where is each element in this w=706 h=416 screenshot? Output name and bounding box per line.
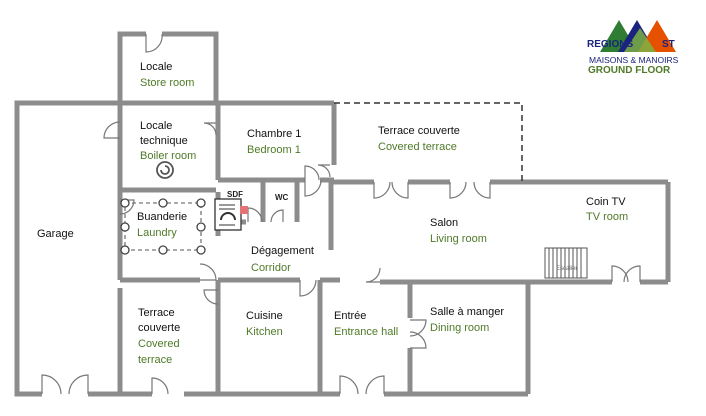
walls <box>14 31 671 397</box>
covered-terrace-bottom-label-en-2: terrace <box>138 354 172 366</box>
door-terrace-left <box>151 377 169 395</box>
door-entrance-2 <box>365 375 385 395</box>
garage-label: Garage <box>37 228 74 240</box>
logo-text-left: REGIONS <box>587 39 633 50</box>
covered-terrace-top-label-fr: Terrace couverte <box>378 125 460 137</box>
door-boiler-2 <box>203 122 217 136</box>
bedroom-label-fr: Chambre 1 <box>247 128 301 140</box>
laundry-appliance-grid-icon <box>120 198 206 255</box>
door-living-left-2 <box>391 181 409 199</box>
sdf-label: SDF <box>227 190 243 199</box>
logo-brand: MAISONS & MANOIRS <box>589 55 679 65</box>
door-sdf <box>247 207 263 223</box>
door-entrance-1 <box>339 375 359 395</box>
terrace-dashed-outline <box>334 102 523 182</box>
living-room-label-fr: Salon <box>430 217 458 229</box>
store-room-label-fr: Locale <box>140 61 172 73</box>
door-boiler <box>103 121 121 139</box>
boiler-room-label-fr-2: technique <box>140 135 188 147</box>
door-dining <box>409 319 427 337</box>
covered-terrace-bottom-label-fr-2: couverte <box>138 322 180 334</box>
shower-icon <box>214 198 248 231</box>
door-bedroom <box>304 165 320 181</box>
door-living-left <box>373 181 391 199</box>
kitchen-label-fr: Cuisine <box>246 310 283 322</box>
corridor-label-fr: Dégagement <box>251 245 314 257</box>
doors <box>41 33 641 395</box>
covered-terrace-top-label-en: Covered terrace <box>378 141 457 153</box>
door-dining-2 <box>409 331 427 349</box>
boiler-room-label-en: Boiler room <box>140 150 196 162</box>
door-laundry-side <box>119 199 135 215</box>
bedroom-label-en: Bedroom 1 <box>247 144 301 156</box>
kitchen-label-en: Kitchen <box>246 326 283 338</box>
door-kitchen-side <box>203 289 219 305</box>
door-tv-1 <box>611 265 629 283</box>
logo-text-right: ST <box>662 39 675 50</box>
door-store-room <box>145 33 163 53</box>
stairs-label: Escalier <box>556 266 577 272</box>
dining-room-label-fr: Salle à manger <box>430 306 504 318</box>
door-wc <box>270 209 284 223</box>
wc-label: WC <box>275 193 289 202</box>
floor-label: GROUND FLOOR <box>588 65 671 76</box>
corridor-label-en: Corridor <box>251 262 291 274</box>
staircase <box>544 247 588 279</box>
entrance-hall-label-en: Entrance hall <box>334 326 398 338</box>
laundry-label-en: Laundry <box>137 227 177 239</box>
entrance-hall-label-fr: Entrée <box>334 310 366 322</box>
covered-terrace-bottom-label-en-1: Covered <box>138 338 180 350</box>
door-entrance-hall <box>365 267 381 283</box>
boiler-room-label-fr-1: Locale <box>140 120 172 132</box>
dining-room-label-en: Dining room <box>430 322 489 334</box>
door-bedroom-2 <box>317 164 331 178</box>
door-corridor-1 <box>304 179 322 197</box>
door-garage-2 <box>68 374 89 395</box>
laundry-label-fr: Buanderie <box>137 211 187 223</box>
door-garage-1 <box>41 374 62 395</box>
company-logo: REGIONS ST MAISONS & MANOIRS <box>587 20 679 65</box>
door-laundry <box>199 263 217 281</box>
covered-terrace-bottom-label-fr-1: Terrace <box>138 307 175 319</box>
store-room-label-en: Store room <box>140 77 194 89</box>
door-tv-2 <box>623 265 641 283</box>
living-room-label-en: Living room <box>430 233 487 245</box>
door-kitchen <box>299 279 317 297</box>
boiler-icon <box>156 161 174 179</box>
door-living-right-2 <box>473 181 491 199</box>
door-living-right <box>449 181 467 199</box>
tv-room-label-en: TV room <box>586 211 628 223</box>
tv-room-label-fr: Coin TV <box>586 196 626 208</box>
